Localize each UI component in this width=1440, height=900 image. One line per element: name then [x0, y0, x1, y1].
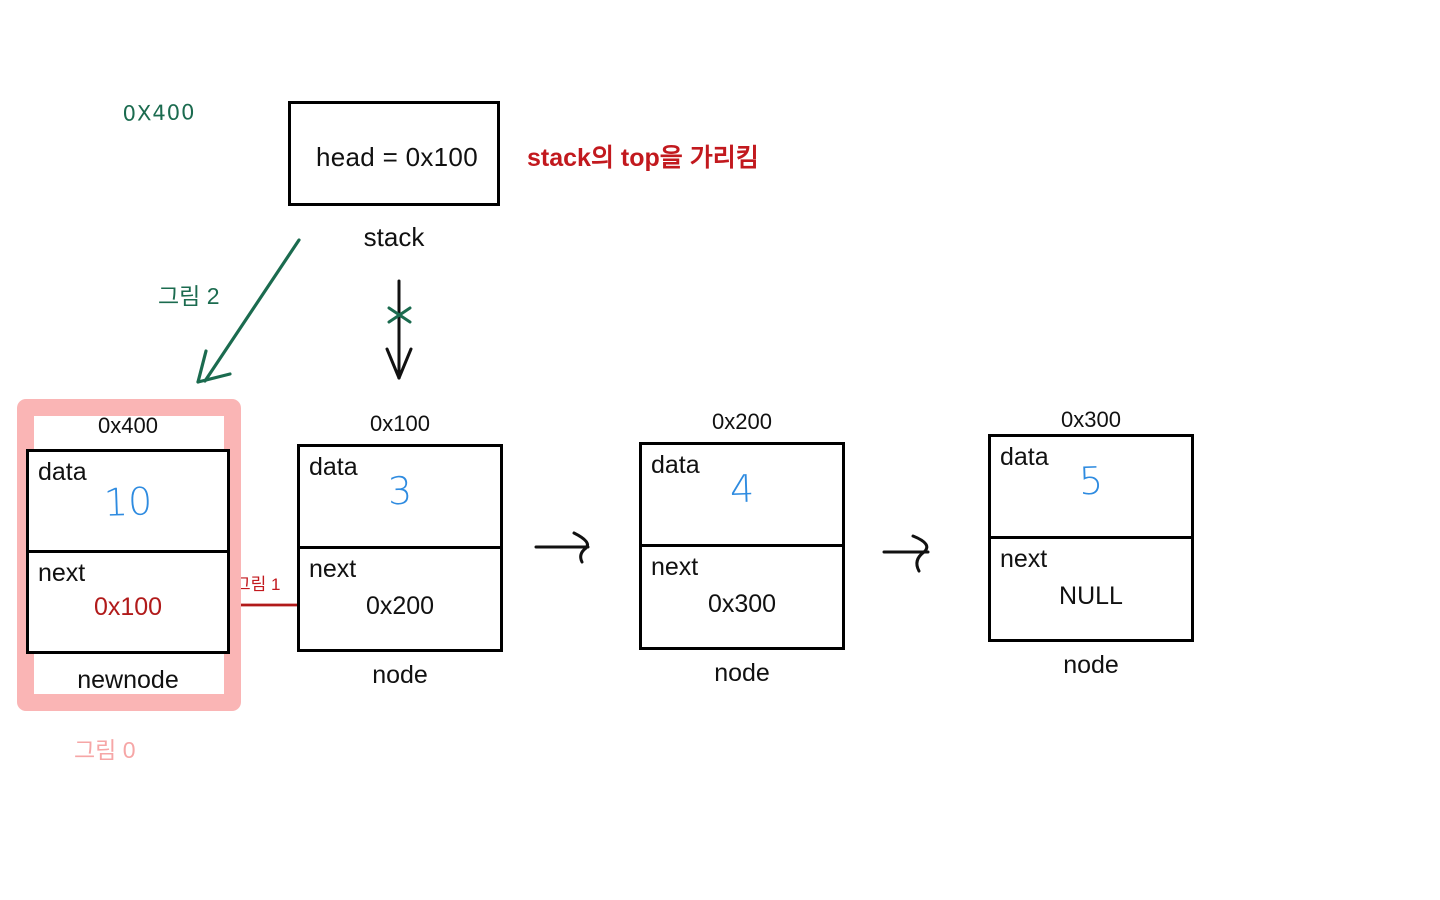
- node-data-value: 5: [1078, 458, 1104, 504]
- node-next-cell: next NULL: [991, 539, 1191, 642]
- node-next-key: next: [1000, 545, 1048, 573]
- stack-label: stack: [363, 222, 425, 252]
- head-prefix-label: head =: [316, 142, 406, 172]
- node-next-value: 0x200: [365, 592, 435, 620]
- node-data-key: data: [651, 451, 700, 479]
- stack-down-arrow: [385, 279, 413, 380]
- node-next-key: next: [651, 553, 699, 581]
- node-address: 0x100: [370, 411, 430, 436]
- node-next-cell: next 0x100: [29, 553, 227, 654]
- node-next-key: next: [38, 559, 86, 587]
- node-next-value: 0x300: [707, 590, 777, 618]
- node-data-key: data: [38, 458, 87, 486]
- node-data-value: 10: [103, 479, 153, 525]
- node-next-cell: next 0x300: [642, 547, 842, 650]
- stack-head-box: head = 0x100: [288, 101, 500, 206]
- node-next-value: 0x100: [93, 593, 163, 621]
- node-data-cell: data 10: [29, 452, 227, 553]
- head-assignment-line: head = 0x100: [291, 142, 503, 173]
- node-data-cell: data 5: [991, 437, 1191, 539]
- link-arrow-1: [534, 531, 590, 564]
- node-body: data 3 next 0x200: [297, 444, 503, 652]
- grim1-label: 그림 1: [235, 575, 281, 594]
- node-name-label: node: [1063, 651, 1119, 679]
- node-data-key: data: [1000, 443, 1049, 471]
- node-address: 0x300: [1061, 407, 1121, 432]
- node-address: 0x400: [98, 413, 158, 438]
- node-body: data 10 next 0x100: [26, 449, 230, 654]
- node-name-label: newnode: [77, 666, 179, 694]
- node-next-key: next: [309, 555, 357, 583]
- link-arrow-2: [882, 534, 930, 573]
- node-next-cell: next 0x200: [300, 549, 500, 652]
- grim0-label: 그림 0: [74, 737, 136, 763]
- node-data-cell: data 4: [642, 445, 842, 547]
- node-address: 0x200: [712, 409, 772, 434]
- node-data-value: 3: [387, 468, 413, 514]
- head-new-value: 0X400: [122, 100, 196, 126]
- node-body: data 5 next NULL: [988, 434, 1194, 642]
- node-data-key: data: [309, 453, 358, 481]
- node-next-value: NULL: [1059, 582, 1123, 610]
- node-data-value: 4: [729, 466, 755, 512]
- grim2-label: 그림 2: [158, 283, 220, 309]
- node-body: data 4 next 0x300: [639, 442, 845, 650]
- stack-top-note: stack의 top을 가리킴: [527, 144, 759, 172]
- node-name-label: node: [372, 661, 428, 689]
- node-name-label: node: [714, 659, 770, 687]
- node-data-cell: data 3: [300, 447, 500, 549]
- head-old-value: 0x100: [405, 142, 478, 172]
- grim2-green-arrow: [196, 238, 301, 384]
- cancel-x-icon: [387, 306, 412, 324]
